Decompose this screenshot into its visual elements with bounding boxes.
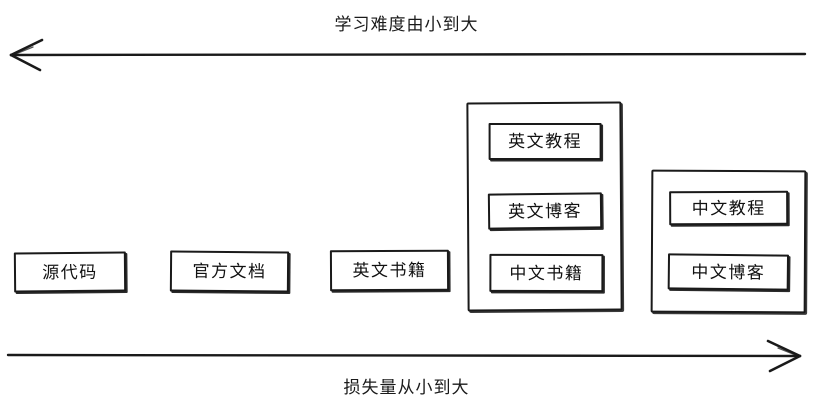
node-chinese-blog[interactable]: 中文博客	[667, 253, 790, 291]
group-english-resources: 英文教程 英文博客 中文书籍	[466, 101, 623, 312]
node-english-blog[interactable]: 英文博客	[487, 192, 603, 230]
bottom-axis-label: 损失量从小到大	[343, 378, 470, 397]
node-label: 中文博客	[691, 262, 766, 282]
node-english-books[interactable]: 英文书籍	[329, 249, 450, 292]
node-source-code[interactable]: 源代码	[13, 251, 127, 293]
node-chinese-tutorial[interactable]: 中文教程	[669, 190, 789, 226]
node-label: 中文书籍	[509, 263, 584, 283]
node-chinese-books[interactable]: 中文书籍	[489, 253, 604, 293]
group-chinese-resources: 中文教程 中文博客	[650, 169, 807, 314]
node-english-tutorial[interactable]: 英文教程	[488, 122, 602, 161]
node-official-docs[interactable]: 官方文档	[169, 250, 290, 293]
node-label: 英文博客	[507, 201, 583, 221]
node-label: 英文教程	[508, 131, 583, 152]
node-label: 中文教程	[691, 198, 766, 218]
node-label: 英文书籍	[352, 260, 427, 281]
node-label: 官方文档	[192, 261, 267, 282]
node-label: 源代码	[42, 262, 98, 282]
arrow-left-icon	[9, 38, 807, 72]
top-axis-label: 学习难度由小到大	[334, 15, 479, 34]
